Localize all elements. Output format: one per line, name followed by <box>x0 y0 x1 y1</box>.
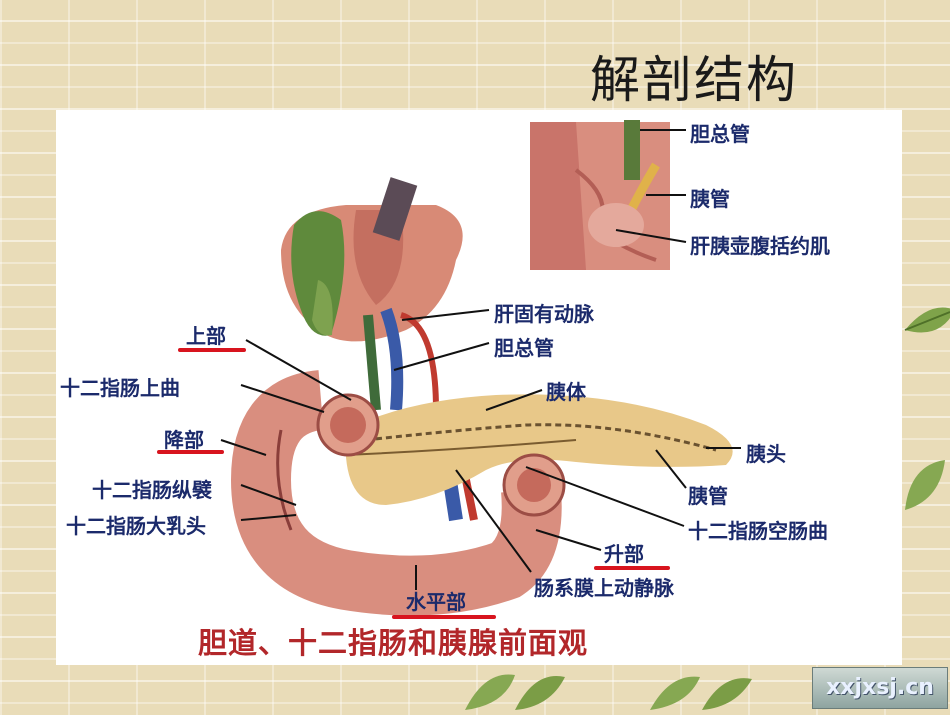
figure-caption: 胆道、十二指肠和胰腺前面观 <box>198 626 589 660</box>
leaf-decoration-bottom <box>465 674 565 710</box>
leaf-decoration-bottom-2 <box>650 676 752 710</box>
watermark-logo: xxjxsj.cn <box>812 667 948 709</box>
label-pancreatic-duct: 胰管 <box>688 484 728 508</box>
pancreas-illustration <box>345 394 733 505</box>
leaf-decoration-right <box>904 307 950 333</box>
label-hepatic-artery: 肝固有动脉 <box>494 302 594 326</box>
gallbladder-illustration <box>291 211 345 336</box>
anatomy-figure: 胆总管 胰管 肝胰壶腹括约肌 肝固有动脉 胆总管 胰体 胰头 胰管 十二指肠空肠… <box>56 110 902 665</box>
anatomy-illustration <box>157 120 741 619</box>
label-pancreas-head: 胰头 <box>746 442 786 466</box>
leader-lines <box>220 129 741 590</box>
slide-title: 解剖结构 <box>590 51 798 109</box>
label-superior-part: 上部 <box>186 324 226 348</box>
label-descending-part: 降部 <box>164 428 204 452</box>
label-inset-bile-duct: 胆总管 <box>690 122 750 146</box>
leaf-decoration-bottom-right <box>905 460 945 510</box>
underlines <box>157 348 670 619</box>
label-common-bile-duct: 胆总管 <box>494 336 554 360</box>
duodenum-illustration <box>230 370 566 616</box>
label-horizontal-part: 水平部 <box>406 590 466 614</box>
label-inset-sphincter: 肝胰壶腹括约肌 <box>690 234 830 258</box>
label-superior-mesenteric: 肠系膜上动静脉 <box>534 576 674 600</box>
label-major-papilla: 十二指肠大乳头 <box>66 514 206 538</box>
label-duodenojejunal-flexure: 十二指肠空肠曲 <box>688 519 828 543</box>
label-superior-flexure: 十二指肠上曲 <box>60 376 180 400</box>
label-longitudinal-fold: 十二指肠纵襞 <box>92 478 212 502</box>
label-pancreas-body: 胰体 <box>546 380 586 404</box>
label-inset-pancreatic-duct: 胰管 <box>690 187 730 211</box>
label-ascending-part: 升部 <box>604 542 644 566</box>
